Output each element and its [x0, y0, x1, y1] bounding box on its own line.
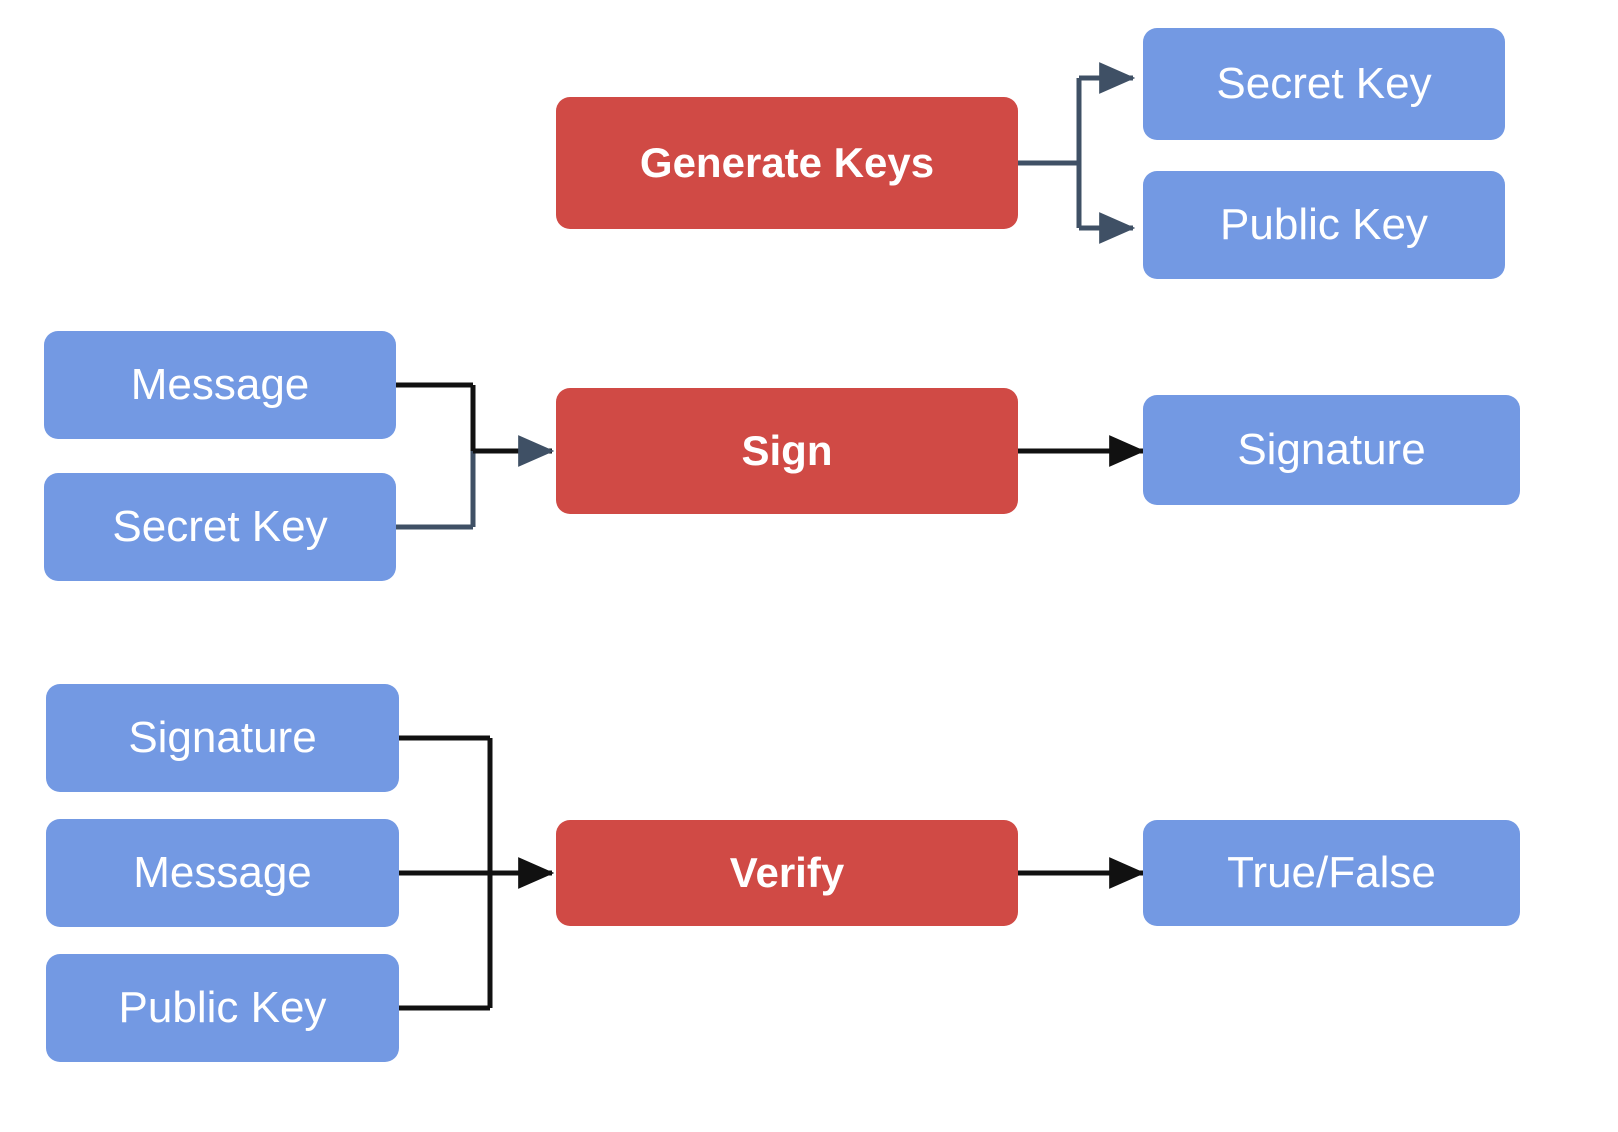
data-node-label: Signature [1237, 424, 1426, 474]
process-node-verify[interactable]: Verify [556, 820, 1018, 926]
data-node-label: Public Key [118, 982, 327, 1032]
data-node-label: Signature [128, 712, 317, 762]
data-node-sign-output-signature[interactable]: Signature [1143, 395, 1520, 505]
process-node-label: Verify [729, 848, 845, 896]
data-node-label: Secret Key [1216, 58, 1432, 108]
process-node-sign[interactable]: Sign [556, 388, 1018, 514]
data-node-verify-output-result[interactable]: True/False [1143, 820, 1520, 926]
data-node-label: Message [133, 847, 312, 897]
edge-sign-merge [396, 382, 555, 530]
edge-verify-merge [399, 735, 555, 1011]
data-node-label: Message [130, 359, 310, 409]
data-node-label: Public Key [1220, 199, 1428, 249]
process-node-label: Generate Keys [639, 138, 935, 186]
data-node-public-key-output[interactable]: Public Key [1143, 171, 1505, 279]
process-node-label: Sign [741, 426, 833, 474]
process-node-generate-keys[interactable]: Generate Keys [556, 97, 1018, 229]
data-node-sign-input-secret-key[interactable]: Secret Key [44, 473, 396, 581]
data-node-verify-input-public-key[interactable]: Public Key [46, 954, 399, 1062]
data-node-verify-input-message[interactable]: Message [46, 819, 399, 927]
data-node-sign-input-message[interactable]: Message [44, 331, 396, 439]
data-node-label: Secret Key [112, 501, 328, 551]
data-node-secret-key-output[interactable]: Secret Key [1143, 28, 1505, 140]
edge-generate-keys-split [1018, 62, 1136, 244]
data-node-verify-input-signature[interactable]: Signature [46, 684, 399, 792]
data-node-label: True/False [1227, 847, 1436, 897]
